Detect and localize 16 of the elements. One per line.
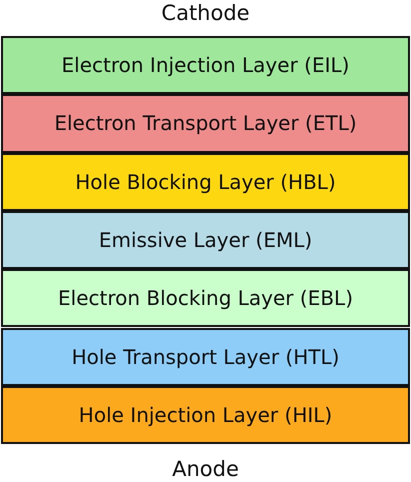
- layer-label: Emissive Layer (EML): [98, 228, 312, 252]
- layer-label: Hole Injection Layer (HIL): [78, 402, 332, 427]
- layer-band: [1, 152, 410, 211]
- layer-band: [1, 386, 410, 444]
- layer-band: [1, 269, 410, 328]
- layer-band: [1, 36, 410, 94]
- layer-band: [1, 328, 410, 386]
- layer-label: Electron Transport Layer (ETL): [54, 111, 357, 136]
- layer-band: [1, 94, 410, 153]
- layer-label: Electron Blocking Layer (EBL): [58, 286, 353, 310]
- layer-label: Hole Transport Layer (HTL): [72, 344, 340, 369]
- layer-band: [1, 210, 410, 270]
- layer-label: Electron Injection Layer (EIL): [62, 53, 350, 78]
- layer-label: Hole Blocking Layer (HBL): [75, 170, 336, 194]
- electrode-label: Cathode: [160, 0, 251, 26]
- electrode-label: Anode: [171, 456, 240, 482]
